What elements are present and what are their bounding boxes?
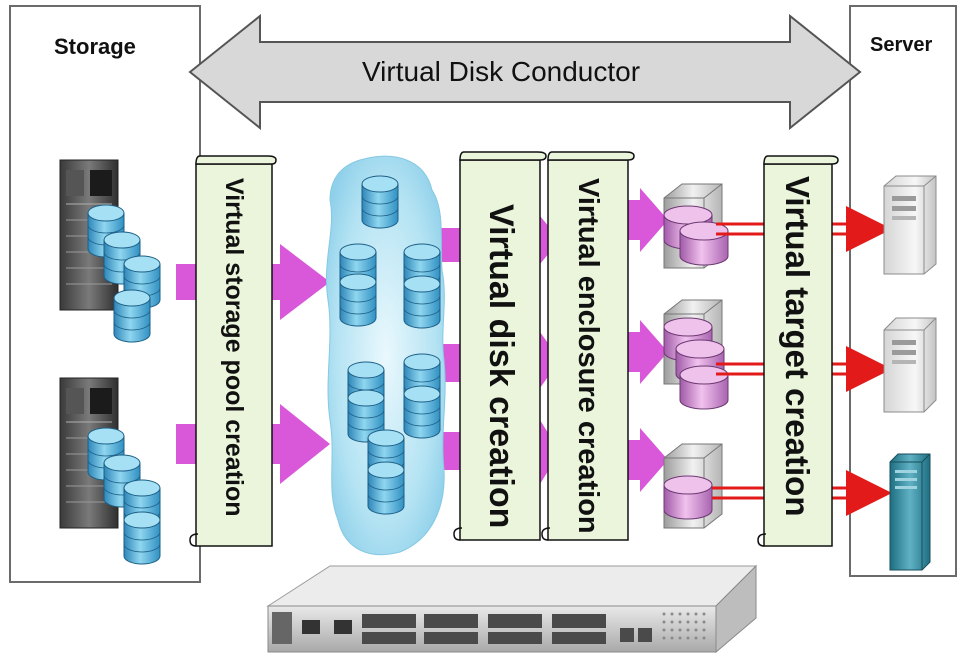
server-label: Server [870, 34, 933, 56]
scroll-disk [453, 151, 547, 541]
storage-label: Storage [54, 34, 136, 59]
virtual-enclosure-3 [663, 443, 723, 529]
server-frame [849, 5, 957, 577]
scroll-label-target: Virtual target creation [779, 176, 816, 517]
conductor-label: Virtual Disk Conductor [362, 56, 641, 87]
server-rack-unit [889, 453, 931, 571]
scroll-label-disk: Virtual disk creation [482, 204, 520, 529]
scroll-label-storage-pool: Virtual storage pool creation [220, 178, 248, 517]
virtual-enclosure-1 [663, 183, 729, 269]
scroll-storage-pool [189, 155, 277, 547]
target-links [712, 206, 892, 516]
server-tower-2 [883, 317, 937, 413]
conductor-arrow [188, 13, 862, 131]
scroll-enclosure [541, 151, 635, 541]
virtual-enclosure-2 [663, 299, 729, 410]
scroll-target [757, 155, 839, 547]
virtual-disk-conductor-appliance [266, 564, 758, 654]
scroll-label-enclosure: Virtual enclosure creation [572, 178, 604, 534]
server-tower-1 [883, 175, 937, 275]
